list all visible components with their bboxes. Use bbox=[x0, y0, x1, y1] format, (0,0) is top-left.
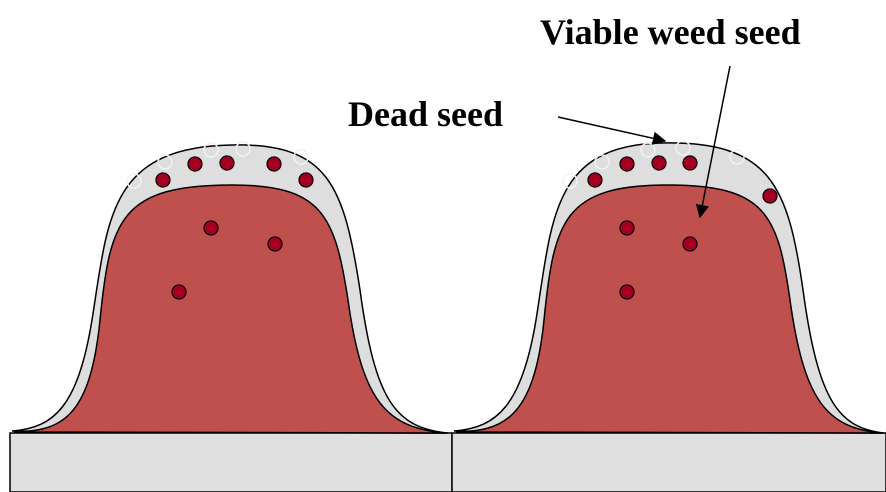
viable-seed bbox=[172, 285, 186, 299]
viable-seed bbox=[620, 157, 634, 171]
viable-seed bbox=[620, 221, 634, 235]
dead-seed-arrow bbox=[558, 117, 665, 141]
viable-seed bbox=[156, 173, 170, 187]
viable-seed bbox=[204, 221, 218, 235]
viable-seed bbox=[683, 156, 697, 170]
viable-seed bbox=[188, 157, 202, 171]
viable-seed bbox=[763, 189, 777, 203]
viable-seed bbox=[620, 285, 634, 299]
viable-weed-seed-label: Viable weed seed bbox=[540, 12, 801, 52]
dead-seed-label: Dead seed bbox=[348, 94, 503, 134]
bed-right bbox=[454, 141, 884, 433]
viable-seed bbox=[683, 237, 697, 251]
base-slab-left bbox=[10, 433, 452, 492]
viable-seed bbox=[299, 173, 313, 187]
viable-seed bbox=[588, 173, 602, 187]
viable-seed bbox=[652, 156, 666, 170]
bed-left bbox=[12, 142, 448, 433]
viable-seed bbox=[220, 156, 234, 170]
viable-seed bbox=[267, 157, 281, 171]
base-slab-right bbox=[452, 433, 886, 492]
viable-seed bbox=[268, 237, 282, 251]
